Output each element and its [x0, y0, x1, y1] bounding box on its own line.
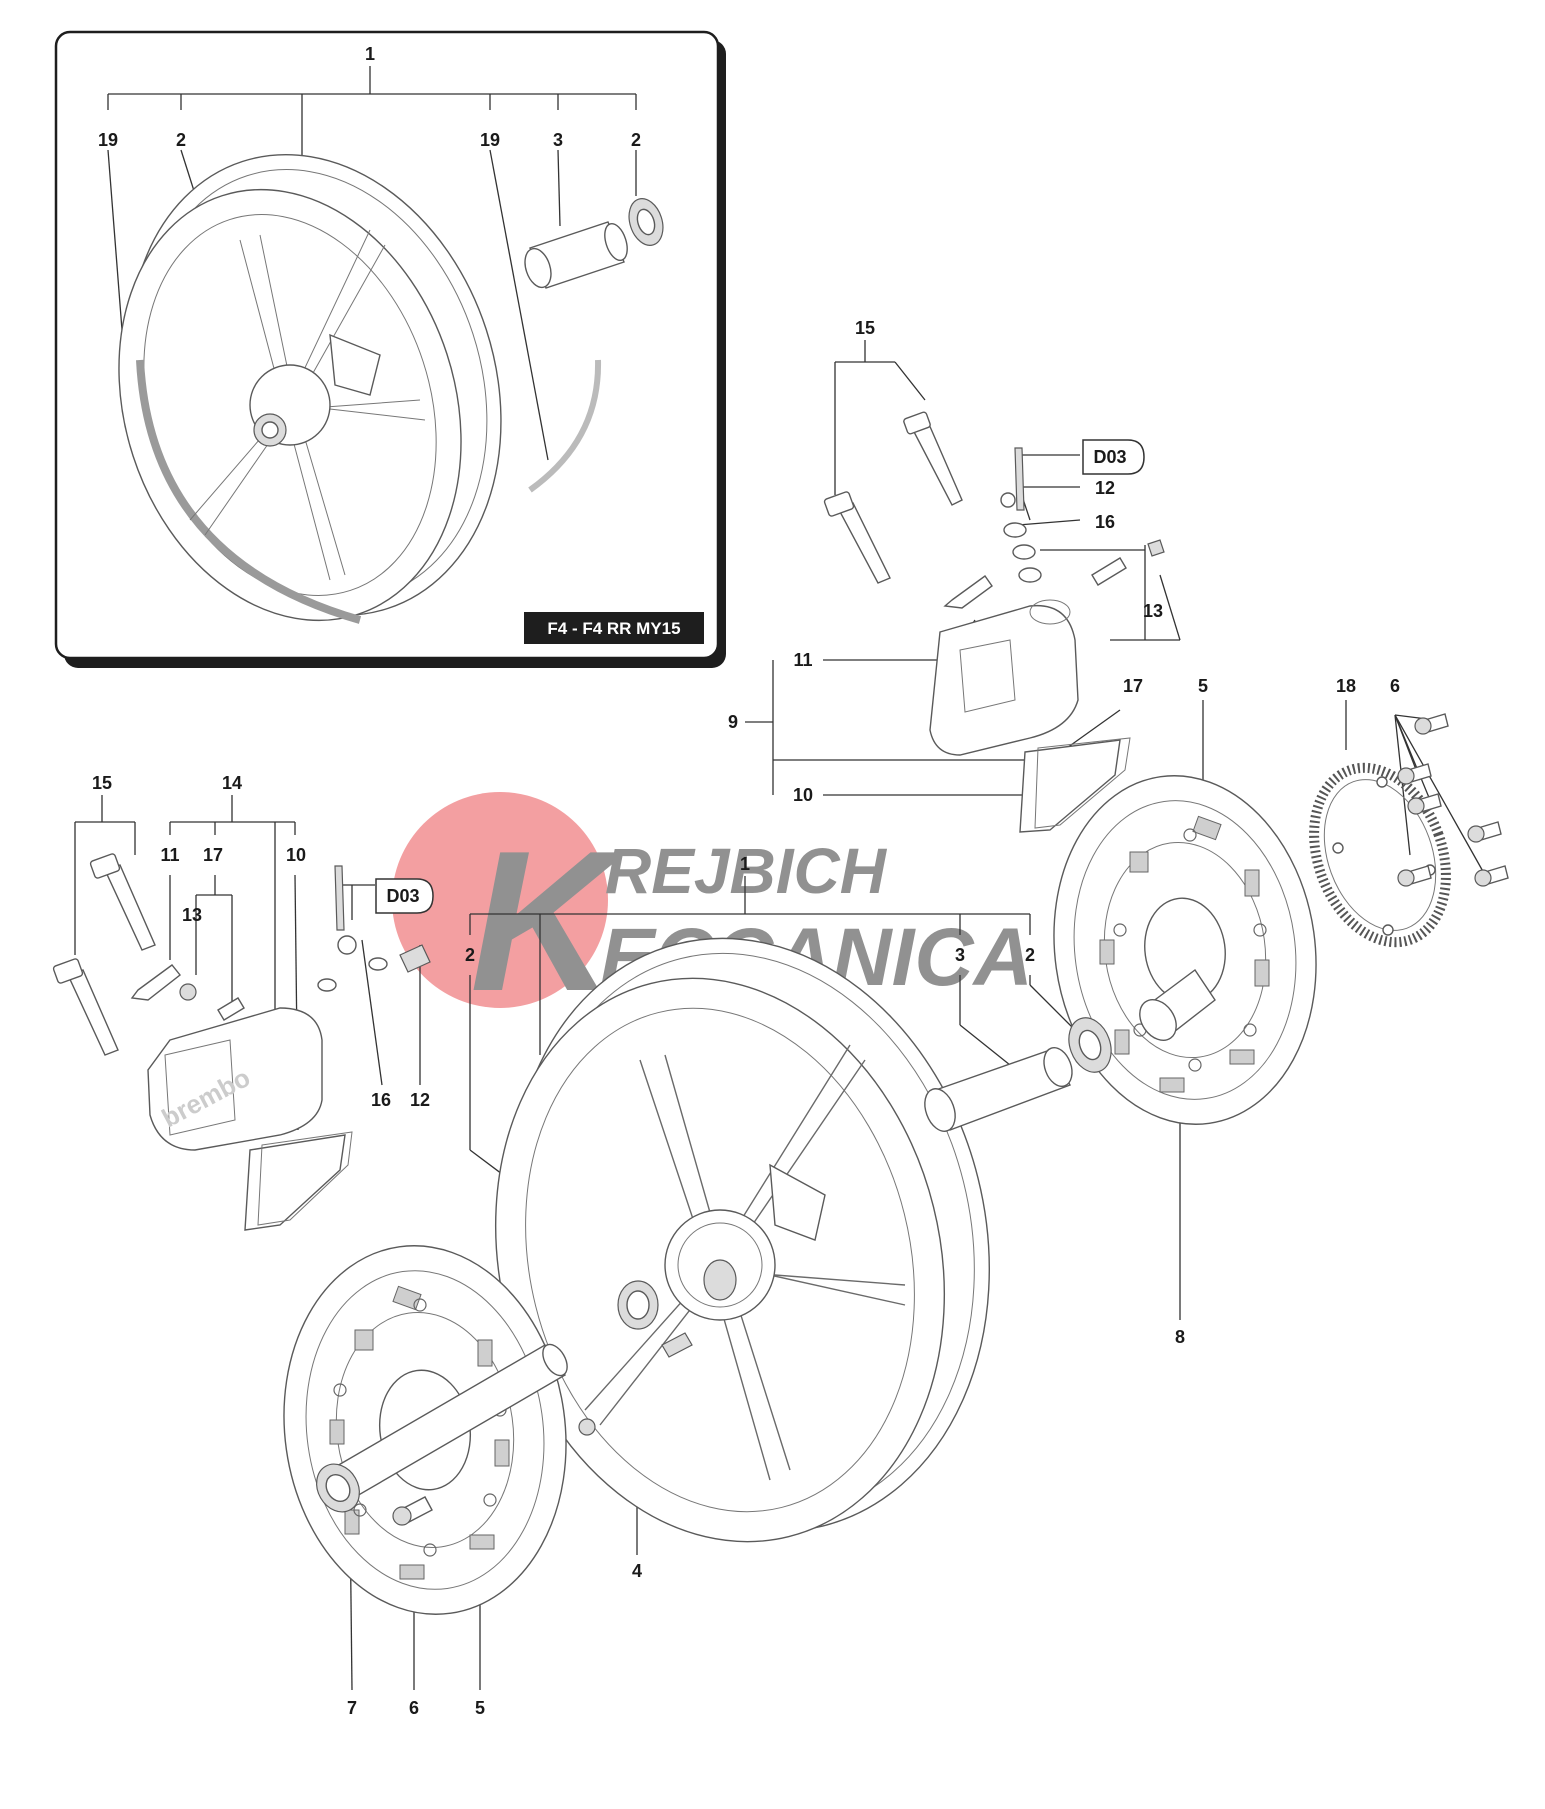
callout-main-3: 3	[955, 945, 965, 965]
right-brake-disc	[1053, 775, 1317, 1125]
callout-right-13: 13	[1143, 601, 1163, 621]
callout-inset-1: 1	[365, 44, 375, 64]
disc-bolt-bottom	[392, 1496, 433, 1526]
left-pad-spring	[130, 964, 181, 1001]
callout-main-4: 4	[632, 1561, 642, 1581]
callout-left-12: 12	[410, 1090, 430, 1110]
main-valve-nut	[578, 1418, 596, 1436]
callout-right-16: 16	[1095, 512, 1115, 532]
callout-inset-19a: 19	[98, 130, 118, 150]
left-banjo-bolt	[399, 944, 431, 973]
reference-d03-right: D03	[1093, 447, 1126, 467]
callout-inset-3: 3	[553, 130, 563, 150]
reference-d03-left: D03	[386, 886, 419, 906]
inset-panel: F4 - F4 RR MY15 1 19 2 19 3 2	[54, 30, 726, 668]
phonic-wheel	[1309, 762, 1451, 948]
left-caliper-bolt-a	[89, 853, 156, 951]
main-bearing-seal	[1068, 1017, 1112, 1073]
inset-wheel	[118, 153, 502, 624]
callout-left-10: 10	[286, 845, 306, 865]
callout-inset-2b: 2	[631, 130, 641, 150]
right-caliper-bolt-a	[903, 411, 963, 506]
variant-badge: F4 - F4 RR MY15	[524, 612, 704, 644]
callout-bottom-7: 7	[347, 1698, 357, 1718]
callout-left-11: 11	[160, 845, 179, 865]
right-brake-pads	[1019, 737, 1131, 833]
main-tire-valve	[661, 1332, 693, 1358]
right-caliper-bolt-b	[823, 491, 891, 584]
callout-main-2a: 2	[465, 945, 475, 965]
watermark-circle	[392, 792, 608, 1008]
callout-bottom-6: 6	[409, 1698, 419, 1718]
callout-right-5: 5	[1198, 676, 1208, 696]
reference-badge-d03-left: D03	[375, 878, 434, 914]
callout-bottom-5: 5	[475, 1698, 485, 1718]
callout-right-17: 17	[1123, 676, 1143, 696]
callout-inset-2a: 2	[176, 130, 186, 150]
left-brake-hose	[317, 865, 388, 992]
callout-left-14: 14	[222, 773, 242, 793]
left-caliper-callout-lines	[74, 795, 421, 1131]
reference-badge-d03-right: D03	[1082, 439, 1145, 475]
left-brake-caliper: brembo	[147, 1007, 323, 1151]
callout-right-9: 9	[728, 712, 738, 732]
callout-right-6: 6	[1390, 676, 1400, 696]
callout-right-12: 12	[1095, 478, 1115, 498]
inset-bearing-seal	[628, 198, 664, 246]
inset-rim-tape	[528, 359, 602, 493]
callout-inset-19b: 19	[480, 130, 500, 150]
callout-left-15: 15	[92, 773, 112, 793]
right-disc-hub-spacer	[1139, 968, 1216, 1041]
callout-main-1: 1	[740, 854, 750, 874]
right-pad-spring	[943, 575, 993, 609]
callout-right-18: 18	[1336, 676, 1356, 696]
callout-right-11: 11	[793, 650, 812, 670]
callout-left-17: 17	[203, 845, 223, 865]
callout-right-8: 8	[1175, 1327, 1185, 1347]
main-spacer-tube	[924, 1046, 1073, 1132]
right-bleed-valve	[1091, 539, 1165, 586]
callout-right-15: 15	[855, 318, 875, 338]
callout-right-10: 10	[793, 785, 813, 805]
variant-badge-text: F4 - F4 RR MY15	[547, 619, 680, 638]
right-brake-caliper	[929, 599, 1079, 756]
left-brake-pads	[244, 1131, 353, 1231]
callout-left-16: 16	[371, 1090, 391, 1110]
left-bleed-valve	[179, 983, 245, 1021]
watermark-line1: REJBICH	[605, 835, 888, 907]
callout-left-13: 13	[182, 905, 202, 925]
front-axle	[316, 1343, 568, 1513]
main-front-wheel	[494, 937, 990, 1543]
inset-spacer-tube	[524, 221, 628, 289]
disc-bolts-right	[1397, 713, 1509, 887]
left-caliper-bolt-b	[52, 958, 119, 1056]
right-brake-hose-fitting	[1000, 447, 1042, 583]
callout-main-2b: 2	[1025, 945, 1035, 965]
